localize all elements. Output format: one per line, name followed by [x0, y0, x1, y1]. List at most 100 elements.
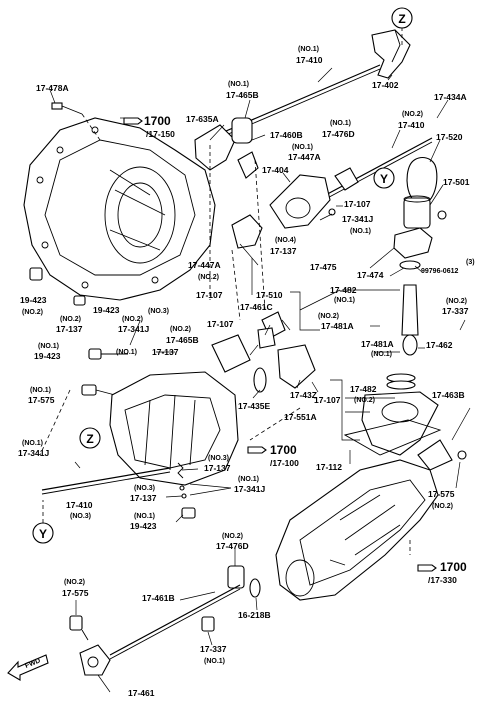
interlock-17-447A: [231, 151, 263, 249]
label-17-461B: 17-461B: [142, 593, 175, 603]
svg-text:Y: Y: [380, 172, 388, 186]
label-17-575-no1: 17-575: [28, 395, 55, 405]
label-17-137-no1: 17-137: [152, 347, 179, 357]
label-17-461C: 17-461C: [240, 302, 273, 312]
label-17-435E: 17-435E: [238, 401, 270, 411]
rear-case-housing: [109, 371, 239, 486]
label-17-337-no1-qualifier: (NO.1): [204, 658, 225, 665]
label-17-447A-no2: 17-447A: [188, 260, 221, 270]
label-19-423-no1b: 19-423: [130, 521, 157, 531]
label-17-341J-no1c-qualifier: (NO.1): [238, 476, 259, 483]
label-ref-1700-c: 1700: [440, 560, 467, 574]
shift-head-17-476D-no2: [227, 565, 245, 589]
shift-fork-17-635A: [194, 124, 236, 171]
label-16-218B: 16-218B: [238, 610, 271, 620]
label-19-423-no1-qualifier: (NO.1): [38, 343, 59, 350]
label-17-137-no3b: 17-137: [130, 493, 157, 503]
label-17-337-no1: 17-337: [200, 644, 227, 654]
front-direction-arrow-icon: FWD: [7, 654, 49, 681]
label-17-337-no2-qualifier: (NO.2): [446, 298, 467, 305]
shift-rod-17-410-no3: [41, 467, 171, 495]
plug-19-423-no3: [73, 295, 86, 306]
label-19-423-no1b-qualifier: (NO.1): [134, 513, 155, 520]
label-17-137-no1-qualifier: (NO.1): [116, 349, 137, 356]
callout-z-top: Z: [391, 7, 413, 29]
label-17-107-d: 17-107: [314, 395, 341, 405]
label-99796-0612: 99796-0612: [421, 268, 458, 275]
label-17-137-no3: 17-137: [204, 463, 231, 473]
label-17-43Z: 17-43Z: [290, 390, 317, 400]
label-17-402: 17-402: [372, 80, 399, 90]
front-case-housing: [23, 117, 216, 301]
label-ref-17-100: /17-100: [270, 458, 299, 468]
label-17-635A: 17-635A: [186, 114, 219, 124]
label-17-520: 17-520: [436, 132, 463, 142]
label-17-410-no1: 17-410: [296, 55, 323, 65]
label-17-482-no2-qualifier: (NO.2): [354, 397, 375, 404]
svg-text:Z: Z: [398, 12, 405, 26]
label-17-481A-no1: 17-481A: [361, 339, 394, 349]
label-19-423-no2: 19-423: [20, 295, 47, 305]
label-17-447A-no1: 17-447A: [288, 152, 321, 162]
shift-head-17-465B-no1: [231, 117, 253, 144]
label-19-423-no3-qualifier: (NO.3): [148, 308, 169, 315]
label-17-476D-no1-qualifier: (NO.1): [330, 120, 351, 127]
boot-17-501: [403, 195, 431, 229]
label-99796-0612-qty: (3): [466, 259, 475, 266]
label-17-410-no3-qualifier: (NO.3): [70, 513, 91, 520]
label-17-434A: 17-434A: [434, 92, 467, 102]
label-17-476D-no2-qualifier: (NO.2): [222, 533, 243, 540]
label-17-482-no2: 17-482: [350, 384, 377, 394]
label-17-575-no2-qualifier: (NO.2): [432, 503, 453, 510]
shift-fork-17-402: [371, 29, 411, 79]
label-17-551A: 17-551A: [284, 412, 317, 422]
label-17-482-no1: 17-482: [330, 285, 357, 295]
label-17-465B-no1: 17-465B: [226, 90, 259, 100]
bolt-17-478A: [51, 102, 101, 141]
label-17-137-no4-qualifier: (NO.4): [275, 237, 296, 244]
ref-arrow-marker: [123, 117, 437, 572]
extension-housing: [275, 459, 439, 601]
label-17-341J-no1-qualifier: (NO.1): [350, 228, 371, 235]
callout-z-left: Z: [79, 427, 101, 449]
plug-19-423-no1: [88, 348, 128, 360]
label-17-341J-no1c: 17-341J: [234, 484, 265, 494]
label-17-341J-no2-qualifier: (NO.2): [122, 316, 143, 323]
bushing-16-218B: [249, 578, 261, 598]
label-19-423-no2-qualifier: (NO.2): [22, 309, 43, 316]
label-17-476D-no1: 17-476D: [322, 129, 355, 139]
shift-head-17-476D-no1: [334, 167, 359, 191]
label-17-112: 17-112: [316, 462, 342, 472]
callout-y-left: Y: [32, 522, 54, 544]
label-17-447A-no1-qualifier: (NO.1): [292, 144, 313, 151]
label-17-341J-no1: 17-341J: [342, 214, 373, 224]
label-ref-1700-a: 1700: [144, 114, 171, 128]
label-ref-17-150: /17-150: [146, 129, 175, 139]
label-17-410-no3: 17-410: [66, 500, 93, 510]
bolt-17-575-no1: [81, 384, 116, 396]
plug-19-423-no2: [29, 267, 43, 281]
label-ref-1700-b: 1700: [270, 443, 297, 457]
svg-text:Y: Y: [39, 527, 47, 541]
leader-lines: [49, 67, 471, 693]
shift-arm-17-461: [79, 644, 111, 676]
label-17-476D-no2: 17-476D: [216, 541, 249, 551]
label-ref-17-330: /17-330: [428, 575, 457, 585]
callout-y-right: Y: [373, 167, 395, 189]
label-17-137-no4: 17-137: [270, 246, 297, 256]
label-17-137-no3b-qualifier: (NO.3): [134, 485, 155, 492]
shift-rod-17-461B: [109, 584, 241, 660]
shift-lever-assembly: [393, 210, 447, 356]
label-17-341J-no1b-qualifier: (NO.1): [22, 440, 43, 447]
label-17-107-b: 17-107: [196, 290, 223, 300]
label-17-501: 17-501: [443, 177, 470, 187]
shift-fork-17-43Z: [277, 344, 316, 389]
label-17-337-no2: 17-337: [442, 306, 469, 316]
label-17-107-a: 17-107: [344, 199, 371, 209]
label-17-410-no2-qualifier: (NO.2): [402, 111, 423, 118]
label-17-575-no2b-qualifier: (NO.2): [64, 579, 85, 586]
svg-text:Z: Z: [86, 432, 93, 446]
label-17-575-no1-qualifier: (NO.1): [30, 387, 51, 394]
bolt-17-337-no1: [201, 616, 215, 632]
